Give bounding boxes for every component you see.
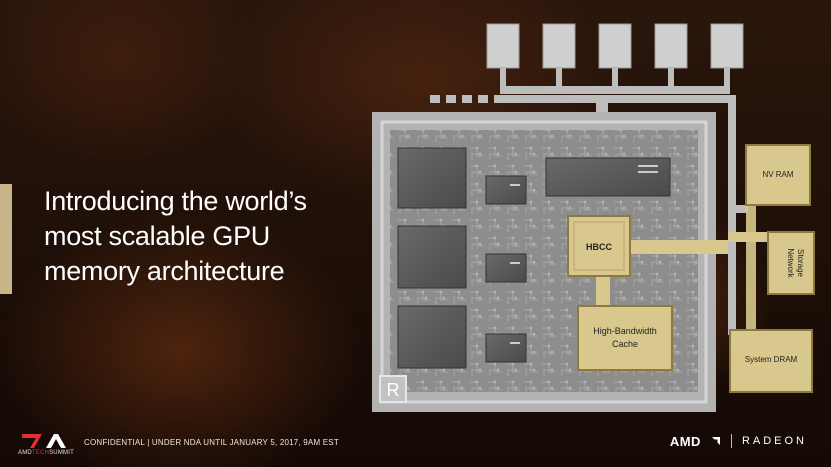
radeon-wordmark: RADEON <box>741 435 807 447</box>
die-mark-box <box>379 375 407 403</box>
tech-summit-logo-text: AMDTECHSUMMIT <box>18 450 74 456</box>
chip-large-3 <box>397 305 467 369</box>
logo-highlight: TECH <box>31 450 50 456</box>
connector-5 <box>710 23 744 69</box>
compute-chips <box>397 147 671 369</box>
logo-suffix: SUMMIT <box>49 450 74 456</box>
connector-1 <box>486 23 520 69</box>
top-connectors <box>430 23 748 335</box>
chip-small-1 <box>485 175 527 205</box>
hbcc-label: HBCC <box>586 242 612 252</box>
amd-arrow-icon <box>711 437 720 445</box>
system-dram-label: System DRAM <box>745 355 798 364</box>
memory-controller-chip <box>545 157 671 197</box>
chip-small-2 <box>485 253 527 283</box>
hbcc-links <box>596 200 768 332</box>
nv-ram-label: NV RAM <box>762 170 793 179</box>
amd-wordmark: AMD <box>669 433 701 449</box>
hbcc-block: HBCC <box>567 215 631 277</box>
chip-large-1 <box>397 147 467 209</box>
confidential-notice: CONFIDENTIAL | UNDER NDA UNTIL JANUARY 5… <box>84 438 339 447</box>
logo-prefix: AMD <box>18 450 32 456</box>
cache-label-line-1: High-Bandwidth <box>593 326 657 336</box>
brand-lockup: AMD RADEON <box>670 432 807 450</box>
system-dram-box <box>729 329 813 393</box>
headline-line-3: memory architecture <box>44 256 285 286</box>
network-storage-label-line-2: Storage <box>796 249 805 278</box>
headline-line-1: Introducing the world’s <box>44 186 307 216</box>
die-mark: R <box>387 380 400 400</box>
chip-large-2 <box>397 225 467 289</box>
connector-4 <box>654 23 688 69</box>
brand-divider <box>730 434 732 448</box>
headline-line-2: most scalable GPU <box>44 221 270 251</box>
accent-bar <box>0 184 12 294</box>
high-bandwidth-cache-block: High-Bandwidth Cache <box>577 305 673 371</box>
headline: Introducing the world’s most scalable GP… <box>44 184 364 289</box>
connector-3 <box>598 23 632 69</box>
network-storage-label-line-1: Network <box>786 248 795 278</box>
network-storage-box <box>767 231 815 295</box>
cache-label-line-2: Cache <box>612 339 638 349</box>
connector-2 <box>542 23 576 69</box>
chip-small-3 <box>485 333 527 363</box>
external-memory: NV RAM Network Storage System DRAM <box>729 144 815 393</box>
nv-ram-box <box>745 144 811 206</box>
tech-summit-logo-icon <box>22 434 66 448</box>
